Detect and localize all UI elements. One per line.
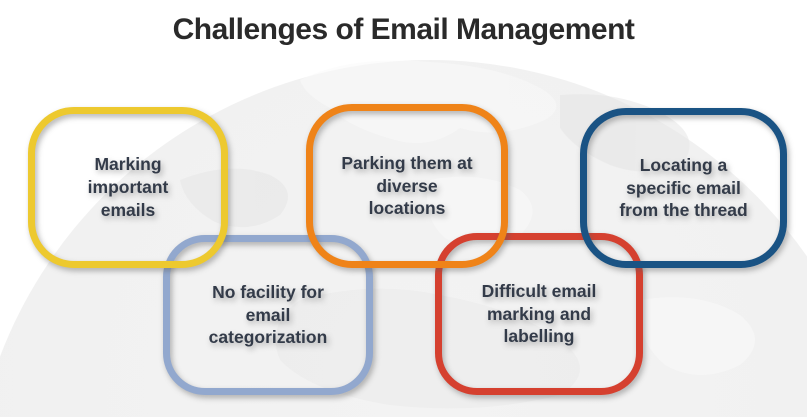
challenge-box-locating-specific-email: Locating a specific email from the threa…: [580, 108, 787, 268]
page-title: Challenges of Email Management: [172, 13, 635, 46]
challenge-label: Locating a specific email from the threa…: [619, 154, 748, 221]
challenge-box-parking-diverse-locations: Parking them at diverse locations: [306, 104, 508, 268]
challenge-label: No facility for email categorization: [208, 281, 328, 348]
challenge-label: Parking them at diverse locations: [341, 152, 473, 219]
challenge-box-marking-important-emails: Marking important emails: [28, 107, 228, 268]
challenge-label: Difficult email marking and labelling: [481, 280, 597, 347]
challenge-label: Marking important emails: [87, 154, 169, 220]
